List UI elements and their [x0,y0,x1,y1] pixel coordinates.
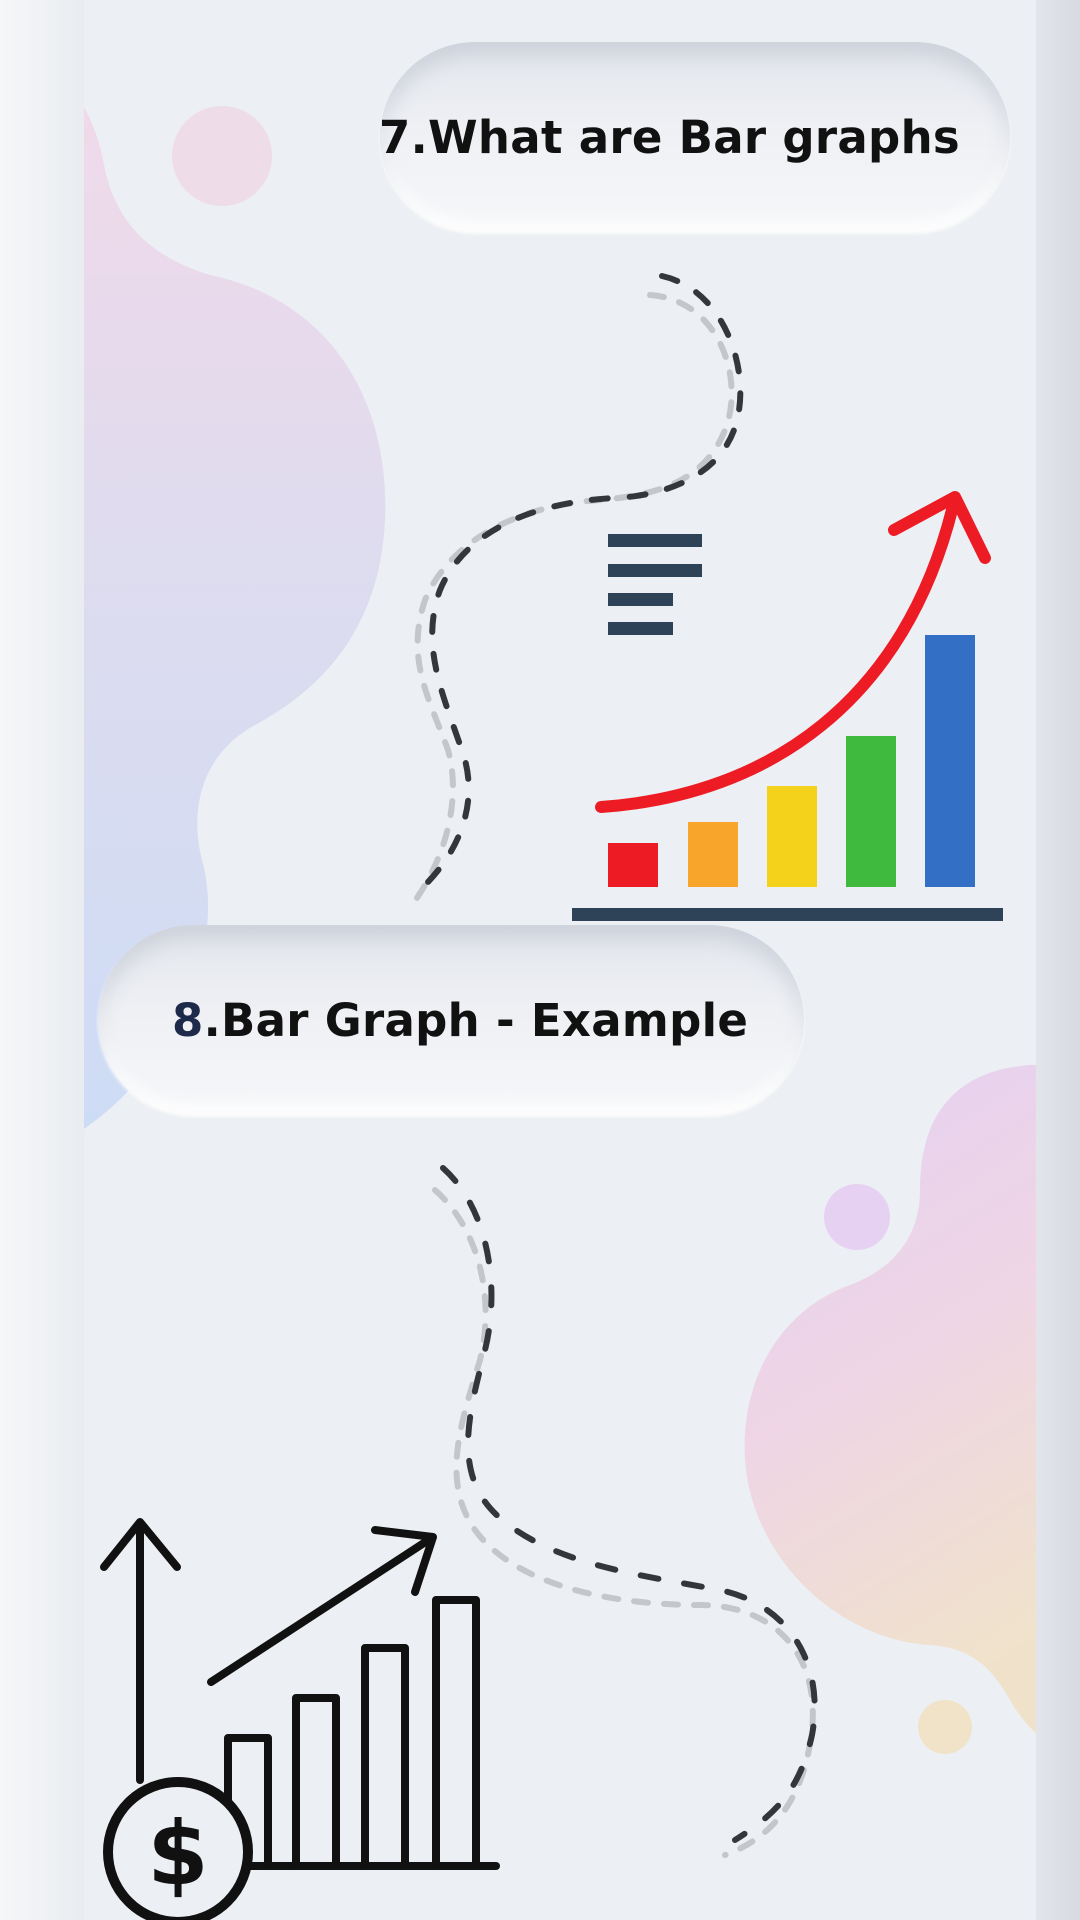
heading-8-number: 8 [172,993,204,1047]
dashed-path-top-dark [422,273,744,888]
heading-7: 7.What are Bar graphs [379,111,960,164]
outline-bar-2 [292,1694,340,1870]
left-dot [172,106,272,206]
heading-7-text: What are Bar graphs [428,110,960,164]
dollar-sign-icon: $ [147,1802,208,1905]
heading-pill-8: 8.Bar Graph - Example [98,925,804,1115]
dashed-path-bottom-dark [440,1165,818,1843]
list-lines-icon [608,534,702,635]
outline-bar-4 [432,1596,480,1870]
heading-7-number: 7. [378,110,428,164]
bar-red [608,843,658,887]
growth-arrow-line [207,1535,434,1686]
left-edge-panel [0,0,84,1920]
right-blob [744,1065,1080,1755]
dollar-coin-icon [103,1777,253,1920]
bar-orange [688,822,738,887]
bar-yellow [767,786,817,887]
bar-green [846,736,896,887]
right-edge-panel [1036,0,1080,1920]
baseline [572,908,1003,921]
trend-arrow-head [888,491,991,564]
bar-blue [925,635,975,887]
growth-arrow-head [371,1526,437,1596]
left-blob [0,40,386,1170]
right-dot-bottom [918,1700,972,1754]
heading-8-text: .Bar Graph - Example [203,993,749,1047]
trend-arrow-curve [595,500,959,813]
outline-bar-3 [361,1644,409,1870]
axis-arrow-head [100,1518,181,1571]
heading-8: 8.Bar Graph - Example [172,994,748,1047]
heading-pill-7: 7.What are Bar graphs [379,42,1010,232]
right-dot-top [824,1184,890,1250]
